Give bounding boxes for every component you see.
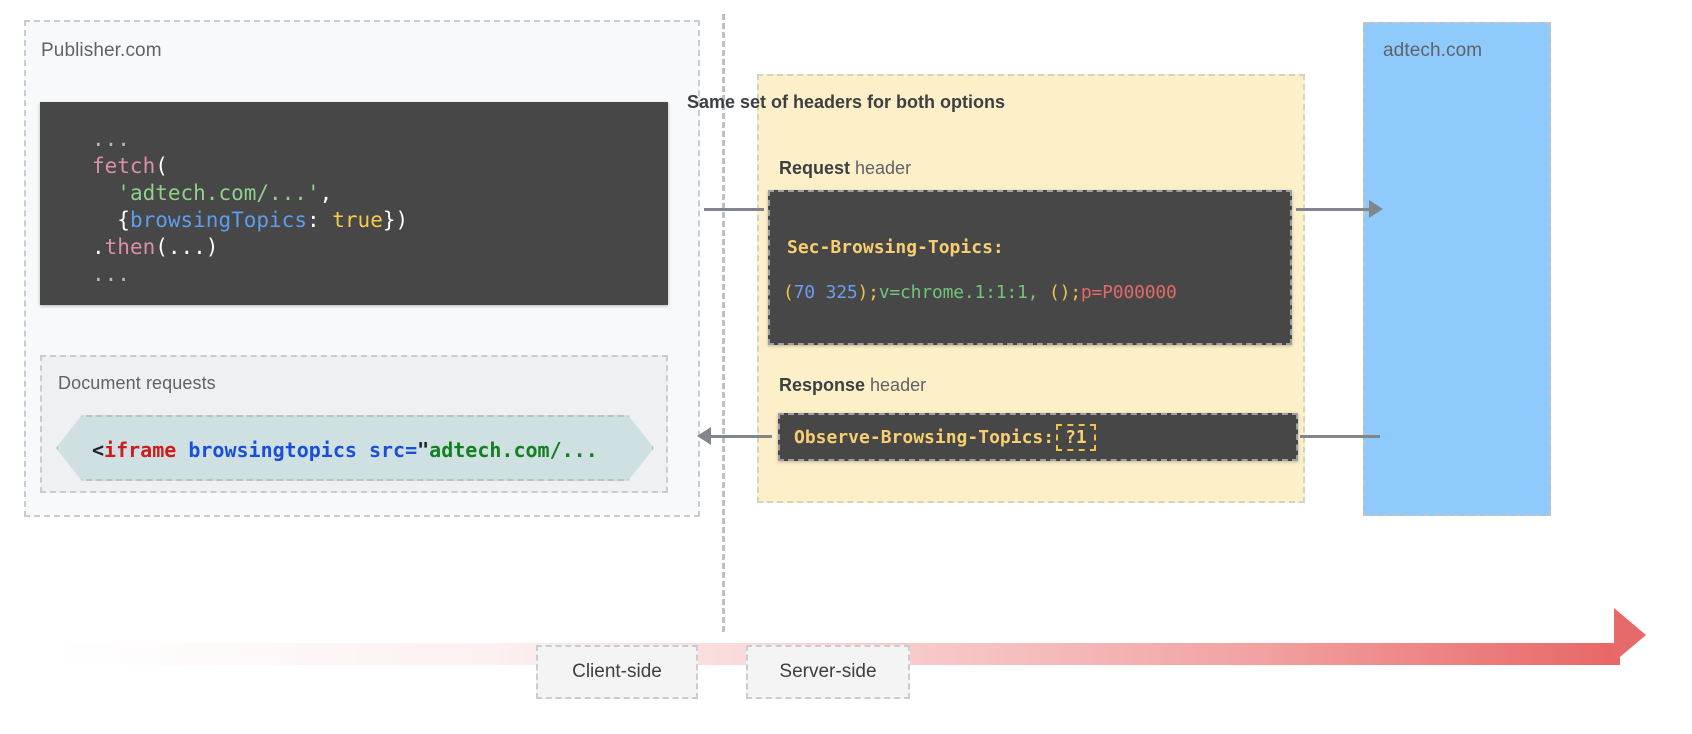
request-header-value: (70 325);v=chrome.1:1:1, ();p=P000000: [783, 282, 1177, 303]
response-header-value-flag: ?1: [1056, 423, 1096, 451]
code-comma: ,: [319, 181, 333, 205]
iframe-snippet-chip: <iframe browsingtopics src="adtech.com/.…: [56, 415, 654, 481]
code-colon: :: [306, 208, 333, 232]
request-header-caption-bold: Request: [779, 158, 851, 178]
code-ellipsis-top: ...: [92, 127, 130, 151]
response-header-caption-bold: Response: [779, 375, 866, 395]
code-dot: .: [92, 235, 105, 259]
connector-adtech-to-response: [1300, 435, 1380, 438]
value-close-paren: ): [857, 282, 869, 303]
fetch-code-block: ... fetch( 'adtech.com/...', {browsingTo…: [40, 102, 668, 305]
value-topic-id-1: 70: [793, 282, 815, 303]
arrow-right-icon: [1369, 200, 1383, 218]
request-header-caption-rest: header: [850, 158, 912, 178]
code-url-string: 'adtech.com/...': [117, 181, 320, 205]
code-brace-close: }): [382, 208, 409, 232]
request-header-box: Sec-Browsing-Topics: (70 325);v=chrome.1…: [768, 190, 1292, 345]
connector-request-to-adtech: [1296, 208, 1380, 211]
value-open-paren: (: [783, 282, 794, 303]
value-version-string: v=chrome.1:1:1,: [878, 282, 1039, 303]
arrow-left-icon: [697, 427, 711, 445]
value-p-parameter: p=P000000: [1080, 282, 1177, 303]
client-server-divider: [722, 14, 725, 632]
code-fetch-keyword: fetch: [92, 154, 156, 178]
connector-publisher-to-request: [704, 208, 764, 211]
value-space-2: [1038, 282, 1049, 303]
iframe-tag-name: iframe: [104, 438, 177, 462]
code-then-keyword: then: [104, 235, 156, 259]
publisher-panel-label: Publisher.com: [41, 40, 162, 61]
iframe-attributes: browsingtopics src=: [176, 438, 418, 462]
iframe-open-bracket: <: [92, 438, 105, 462]
value-semicolon-1: ;: [868, 282, 879, 303]
request-header-name: Sec-Browsing-Topics:: [787, 237, 1004, 258]
value-space: [815, 282, 826, 303]
iframe-src-value: adtech.com/...: [429, 438, 598, 462]
request-header-caption: Request header: [779, 158, 911, 179]
value-empty-parens: (): [1048, 282, 1071, 303]
value-topic-id-2: 325: [825, 282, 858, 303]
response-header-box: Observe-Browsing-Topics:?1: [778, 413, 1298, 461]
client-side-chip: Client-side: [536, 645, 698, 699]
response-header-name: Observe-Browsing-Topics:: [794, 426, 1055, 448]
document-requests-label: Document requests: [58, 373, 216, 393]
code-ellipsis-bottom: ...: [92, 262, 130, 286]
value-semicolon-2: ;: [1070, 282, 1081, 303]
adtech-panel-label: adtech.com: [1383, 40, 1483, 61]
server-side-chip: Server-side: [746, 645, 910, 699]
headers-panel-title: Same set of headers for both options: [686, 92, 1006, 112]
iframe-quote: ": [417, 438, 430, 462]
code-then-args: (...): [155, 235, 219, 259]
code-brace-open: {: [117, 208, 130, 232]
connector-response-to-publisher: [710, 435, 772, 438]
response-header-caption-rest: header: [865, 375, 927, 395]
code-open-paren: (: [155, 154, 168, 178]
code-true-value: true: [332, 208, 383, 232]
timeline-arrow-icon: [1614, 608, 1646, 662]
code-browsingtopics-prop: browsingTopics: [129, 208, 307, 232]
response-header-caption: Response header: [779, 375, 926, 396]
adtech-panel: [1363, 22, 1551, 516]
